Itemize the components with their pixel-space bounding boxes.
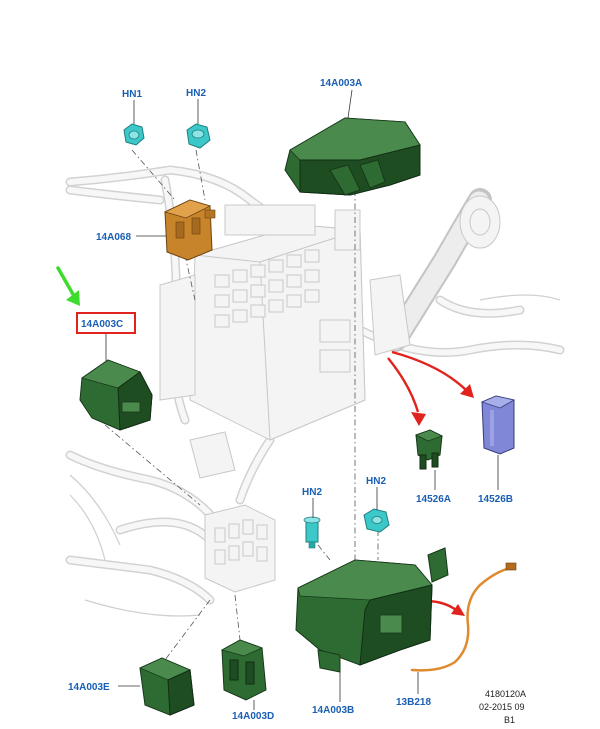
label-hn1-top: HN1 — [122, 89, 142, 100]
assembly-centerlines — [104, 149, 379, 661]
reference-line-1: 4180120A — [485, 689, 526, 699]
label-14a068: 14A068 — [96, 232, 131, 243]
label-14526b: 14526B — [478, 494, 513, 505]
label-13b218: 13B218 — [396, 697, 431, 708]
fuse-14526b[interactable] — [480, 395, 516, 455]
nut-hn1-top[interactable] — [123, 123, 145, 146]
nut-hn2-top[interactable] — [186, 123, 211, 149]
bracket-14a003d[interactable] — [220, 639, 267, 701]
label-14a003d: 14A003D — [232, 711, 274, 722]
nut-hn2-mid-right[interactable] — [363, 508, 390, 533]
label-hn2-mid-left: HN2 — [302, 487, 322, 498]
cover-14a003c[interactable] — [79, 359, 153, 431]
cover-14a003e[interactable] — [139, 657, 195, 716]
label-14a003c: 14A003C — [81, 319, 123, 330]
reference-line-2: 02-2015 09 — [479, 702, 525, 712]
wire-13b218[interactable] — [410, 562, 517, 672]
label-14a003b: 14A003B — [312, 705, 354, 716]
drawing-reference: 4180120A 02-2015 09 B1 — [479, 689, 526, 725]
cover-14a003a[interactable] — [284, 117, 421, 196]
box-14a003b[interactable] — [295, 547, 449, 673]
label-14a003a: 14A003A — [320, 78, 362, 89]
label-hn2-top: HN2 — [186, 88, 206, 99]
fuse-14526a[interactable] — [414, 429, 444, 470]
stud-hn2-mid-left[interactable] — [303, 516, 321, 549]
reference-line-3: B1 — [504, 715, 515, 725]
highlight-box-14a003c — [76, 312, 136, 334]
ghost-fuse-grid — [214, 249, 351, 373]
label-14526a: 14526A — [416, 494, 451, 505]
label-14a003e: 14A003E — [68, 682, 110, 693]
callout-labels: HN1 HN2 14A003A 14A068 14A003C 14526A 14… — [68, 78, 513, 722]
label-hn2-mid-right: HN2 — [366, 476, 386, 487]
green-pointer-arrow — [56, 266, 80, 306]
relay-14a068[interactable] — [163, 199, 216, 261]
